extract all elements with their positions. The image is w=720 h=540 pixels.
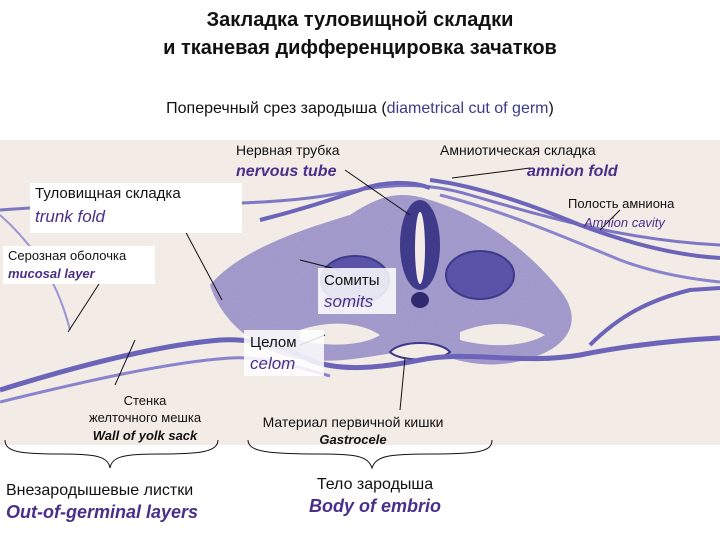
- leader-amnion-fold: [451, 167, 531, 179]
- leader-gut: [399, 357, 406, 411]
- label-trunk-fold-en: trunk fold: [35, 207, 105, 226]
- label-yolk-wall-ru-1: Стенка: [123, 393, 167, 408]
- amnion-fold-right: [429, 178, 720, 260]
- amnion-inner-right: [439, 193, 720, 284]
- label-amnion-fold-ru: Амниотическая складка: [440, 142, 596, 158]
- label-amnion-cavity-en: Amnion cavity: [584, 215, 665, 230]
- title-line-2: и тканевая дифференцировка зачатков: [163, 37, 557, 59]
- label-serous-ru: Серозная оболочка: [8, 248, 127, 263]
- subtitle-close: ): [548, 100, 554, 117]
- label-extra-ru: Внезародышевые листки: [6, 482, 194, 499]
- label-yolk-wall-en: Wall of yolk sack: [92, 428, 198, 443]
- label-trunk-fold-ru: Туловищная складка: [35, 185, 181, 202]
- coelom-right: [460, 324, 545, 346]
- label-celom-en: celom: [250, 354, 296, 373]
- amnion-fold-left: [259, 180, 431, 222]
- label-amnion-cavity-ru: Полость амниона: [568, 196, 675, 211]
- label-neural-tube-en: nervous tube: [236, 163, 337, 180]
- subtitle-ru: Поперечный срез зародыша (: [166, 100, 387, 117]
- notochord: [411, 292, 429, 308]
- braces: [4, 439, 493, 470]
- label-gut-en: Gastrocele: [319, 432, 387, 447]
- serous-label-box: [3, 246, 155, 284]
- brace-embryo-body: [247, 439, 493, 470]
- lateral-fold-right: [588, 286, 720, 347]
- label-serous-en: mucosal layer: [8, 266, 95, 281]
- label-somites-en: somits: [324, 292, 374, 311]
- somites-label-box: [318, 268, 396, 314]
- label-gut-ru: Материал первичной кишки: [262, 414, 444, 430]
- label-extra-en: Out-of-germinal layers: [6, 502, 199, 522]
- leader-yolk-wall: [114, 339, 136, 386]
- subtitle-en: diametrical cut of germ: [386, 100, 549, 117]
- neural-canal: [415, 212, 425, 284]
- title-line-1: Закладка туловищной складки: [206, 9, 514, 31]
- label-somites-ru: Сомиты: [324, 272, 380, 289]
- page-title: Закладка туловищной складки и тканевая д…: [0, 6, 720, 62]
- embryo-cross-section-image: [0, 140, 720, 445]
- label-neural-tube-ru: Нервная трубка: [236, 142, 340, 158]
- label-yolk-wall-ru-2: желточного мешка: [88, 410, 202, 425]
- label-body-ru: Тело зародыша: [316, 476, 434, 493]
- somite-right: [445, 250, 515, 300]
- leader-neural-tube: [344, 169, 411, 216]
- trunk-fold-label-box: [30, 183, 242, 233]
- label-celom-ru: Целом: [250, 334, 297, 351]
- celom-label-box: [244, 330, 324, 376]
- brace-extraembryonic: [4, 439, 219, 469]
- leader-amnion-cavity: [599, 209, 621, 231]
- yolk-sac-wall: [0, 335, 720, 393]
- subtitle: Поперечный срез зародыша (diametrical cu…: [0, 100, 720, 118]
- label-body-en: Body of embrio: [308, 496, 441, 516]
- label-amnion-fold-en: amnion fold: [527, 163, 618, 180]
